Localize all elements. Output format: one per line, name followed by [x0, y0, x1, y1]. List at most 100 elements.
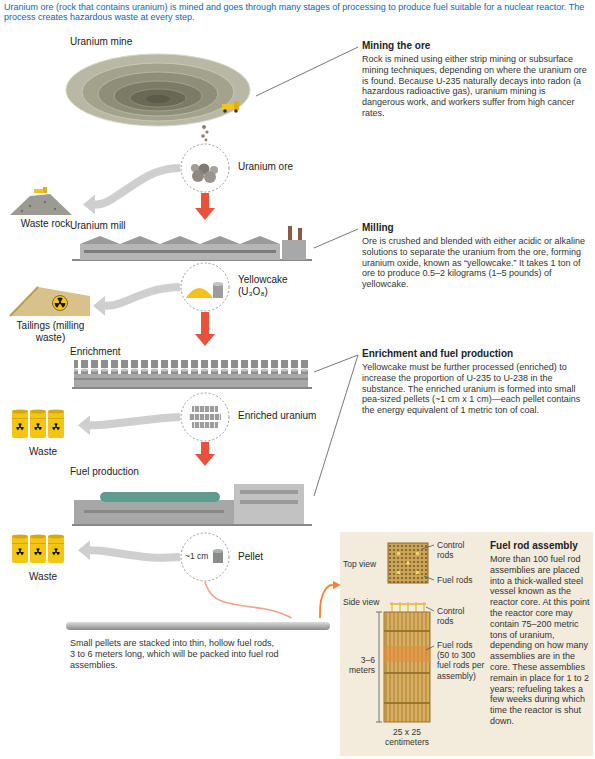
process-arrow — [205, 582, 292, 618]
enrichment-building — [74, 374, 308, 387]
ore-icon — [181, 144, 229, 192]
leader-line — [314, 355, 358, 496]
falling-ore — [205, 130, 208, 133]
leader-line — [424, 576, 434, 580]
process-arrow — [90, 550, 180, 558]
waste-barrel-icons — [12, 535, 28, 564]
dimension-line — [376, 722, 382, 723]
falling-ore — [201, 134, 205, 138]
tailings-illustration — [10, 287, 90, 316]
callout-heading: Enrichment and fuel production — [362, 348, 513, 360]
mine-pit — [146, 95, 170, 103]
leader-line — [422, 545, 434, 549]
tailings-illustration — [55, 298, 66, 308]
tailings-illustration — [10, 287, 38, 316]
dimension-label: ~1 cm — [185, 551, 208, 561]
enrichment-building — [72, 360, 312, 389]
mine-pit — [66, 54, 250, 126]
mill-building — [288, 226, 292, 240]
enrichment-plant: Enrichment — [62, 346, 317, 390]
falling-ore — [202, 125, 206, 129]
waste-rock-illustration — [43, 187, 47, 193]
yellowcake-circle: Yellowcake (U₃O₈) — [180, 262, 230, 312]
fuel-rod-drawing — [66, 622, 330, 630]
waste-rock-illustration — [44, 201, 46, 203]
fuel-plant-building — [240, 500, 298, 504]
waste-barrel-icons — [12, 410, 64, 564]
process-arrow — [201, 312, 209, 334]
mill-building — [80, 244, 280, 260]
process-arrow — [201, 442, 209, 454]
dimension-line — [376, 612, 382, 722]
waste-rock-illustration — [21, 210, 23, 212]
mill-building — [282, 240, 306, 260]
fuel-plant: Fuel production — [62, 466, 317, 528]
mill-illustration: Uranium mill — [62, 220, 317, 260]
assembly-side-view — [384, 612, 430, 722]
waste-barrel-icons — [48, 410, 64, 439]
mine-truck — [234, 109, 238, 113]
waste-barrel-icons — [30, 410, 46, 439]
node-label: Waste — [8, 571, 78, 583]
node-label: Fuel production — [70, 466, 139, 478]
panel-heading: Fuel rod assembly — [490, 540, 590, 552]
fuel-plant-building — [234, 484, 304, 524]
leader-line — [314, 229, 358, 248]
process-arrow — [201, 193, 209, 208]
fuel-plant-building — [72, 484, 312, 526]
ore-icon — [192, 170, 204, 182]
assembly-side-view — [384, 702, 430, 704]
enriched-uranium-circle: Enriched uranium — [180, 392, 230, 442]
yellowcake-icon — [186, 288, 213, 298]
falling-ore — [201, 125, 208, 141]
part-label: Fuel rods (50 to 300 fuel rods per assem… — [437, 640, 487, 681]
waste-barrels: Waste — [8, 525, 78, 597]
circle-outline — [180, 262, 230, 312]
mine-pit — [82, 63, 234, 121]
figure-title: Uranium ore (rock that contains uranium)… — [4, 2, 591, 23]
mill-building — [72, 226, 312, 261]
yellowcake-icon — [213, 284, 223, 298]
mine-illustration: Uranium mine — [62, 34, 252, 128]
process-arrow — [95, 168, 180, 204]
assembly-top-view — [397, 552, 400, 555]
waste-rock-illustration — [34, 189, 43, 193]
waste-rock-illustration — [54, 208, 56, 210]
part-label: Fuel rods — [437, 575, 472, 585]
leader-line — [426, 607, 434, 611]
enriched-uranium-icon — [181, 393, 229, 441]
mine-truck — [222, 101, 239, 113]
mill-building — [84, 250, 276, 253]
callout-text: Rock is mined using either strip mining … — [362, 54, 588, 119]
fuel-rod-drawing — [66, 622, 330, 630]
connector-group — [90, 168, 333, 618]
waste-barrels: Waste — [8, 400, 78, 472]
dimension-label: 3–6 meters — [343, 655, 375, 675]
enrichment-building — [72, 387, 312, 389]
enriched-uranium-icon — [192, 422, 218, 428]
fuel-rod: Small pellets are stacked into thin, hol… — [62, 618, 332, 710]
panel-text: More than 100 fuel rod assemblies are pl… — [490, 554, 590, 727]
circle-outline — [180, 392, 230, 442]
fuel-plant-building — [100, 492, 220, 502]
view-label: Side view — [343, 597, 379, 607]
waste-barrel-icons — [30, 535, 46, 564]
callout-heading: Milling — [362, 222, 394, 234]
caption-text: Small pellets are stacked into thin, hol… — [70, 638, 280, 670]
node-label: Uranium mill — [70, 220, 126, 232]
callout-heading: Mining the ore — [362, 40, 430, 52]
assembly-side-view — [384, 602, 430, 722]
node-label: Uranium mine — [70, 36, 132, 48]
node-label: Waste — [8, 446, 78, 458]
part-label: Control rods — [437, 606, 477, 626]
node-label: Uranium ore — [238, 161, 293, 173]
circle-outline — [181, 263, 229, 311]
mine-pit — [66, 54, 250, 126]
leader-line — [256, 47, 358, 96]
waste-barrel-icons — [48, 535, 64, 564]
fuel-plant-building — [240, 490, 298, 494]
circle-outline — [181, 144, 229, 192]
dimension-label: 25 x 25 centimeters — [377, 727, 437, 747]
fuel-plant-building — [72, 524, 312, 526]
